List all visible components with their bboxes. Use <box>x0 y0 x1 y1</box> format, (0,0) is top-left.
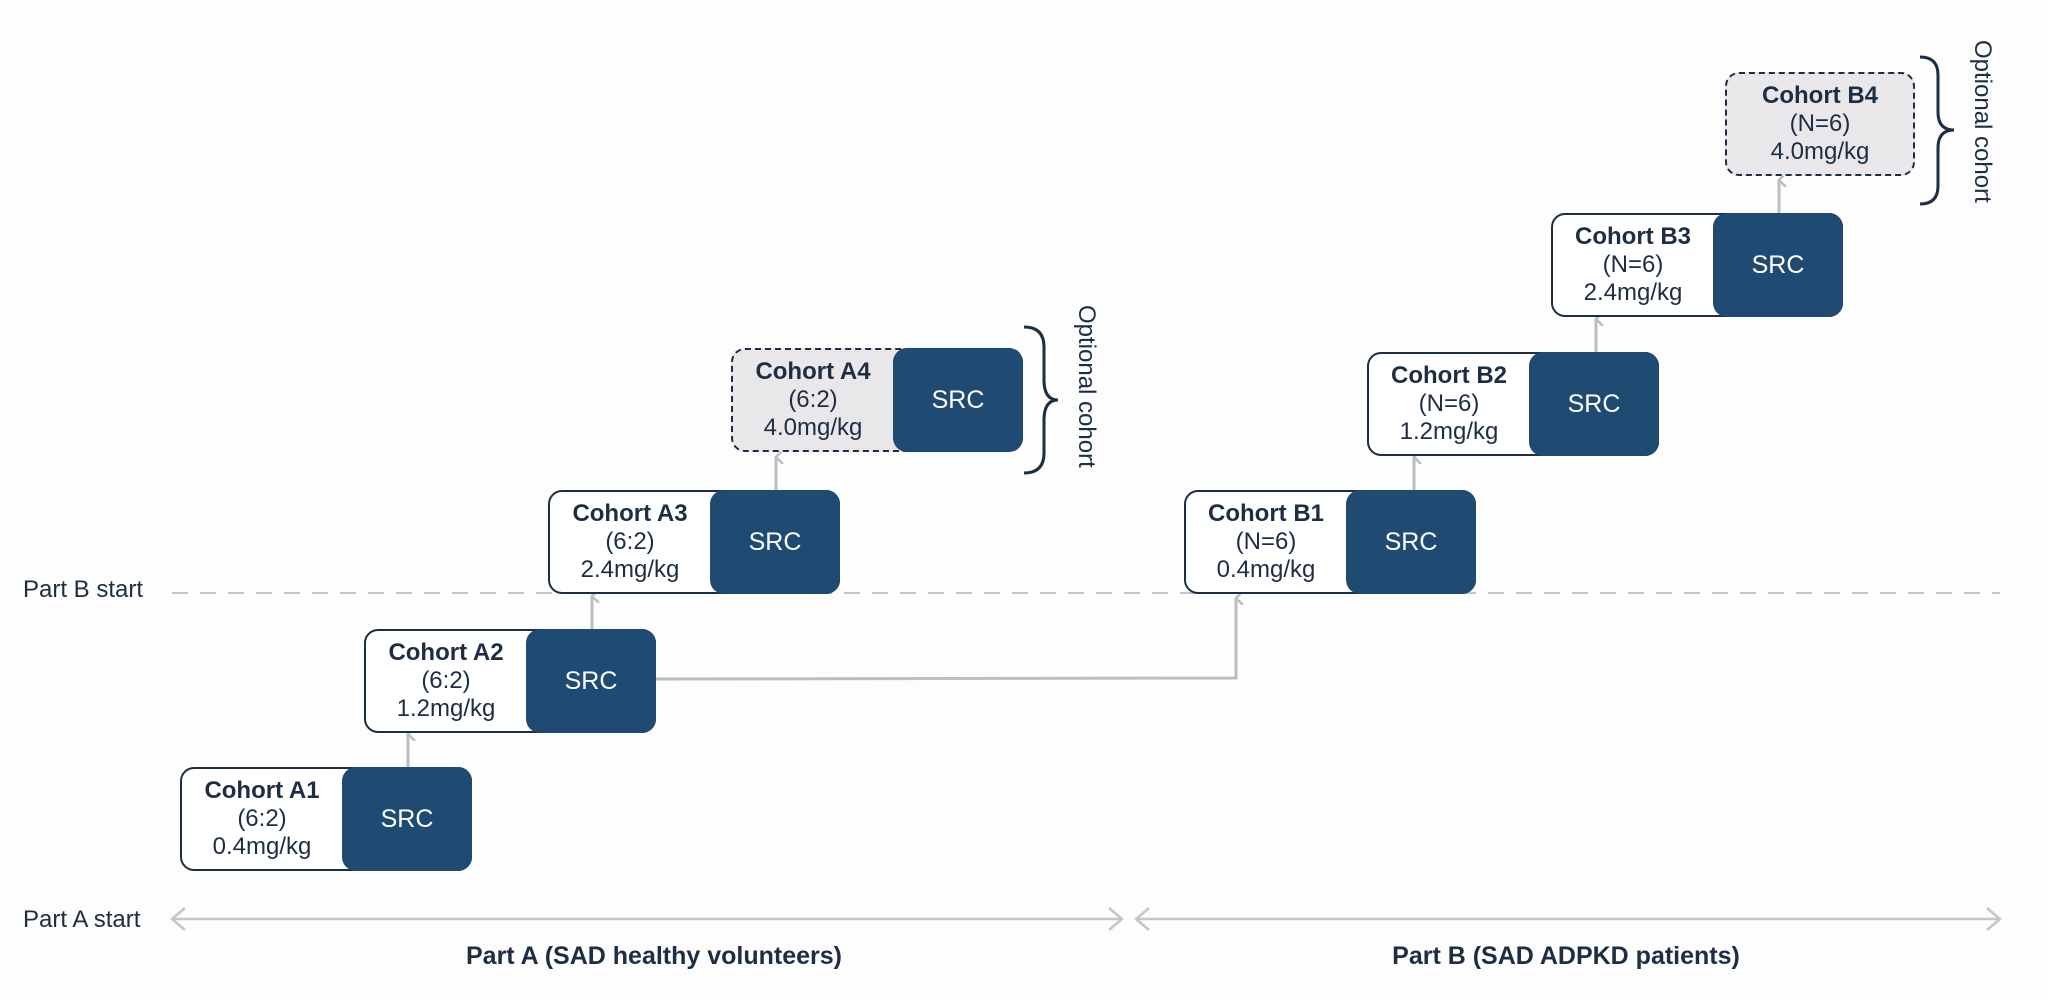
cohort-ratio: (N=6) <box>1789 110 1851 137</box>
src-box-b1: SRC <box>1346 490 1476 594</box>
part-b-start-label: Part B start <box>23 576 144 603</box>
cohort-dose: 0.4mg/kg <box>1216 556 1316 583</box>
cohort-ratio: (N=6) <box>1418 390 1480 417</box>
cohort-name: Cohort A4 <box>755 358 871 385</box>
cohort-dose: 4.0mg/kg <box>1770 138 1870 165</box>
cohort-name: Cohort B1 <box>1208 500 1324 527</box>
src-box-a2: SRC <box>526 629 656 733</box>
cohort-dose: 0.4mg/kg <box>212 833 312 860</box>
optional-cohort-label-b: Optional cohort <box>1969 40 1996 203</box>
cohort-name: Cohort A1 <box>204 777 320 804</box>
cohort-ratio: (6:2) <box>788 386 838 413</box>
cohort-dose: 1.2mg/kg <box>396 695 496 722</box>
cohort-name: Cohort A2 <box>388 639 504 666</box>
cohort-ratio: (6:2) <box>421 667 471 694</box>
cohort-ratio: (6:2) <box>605 528 655 555</box>
cohort-name: Cohort B3 <box>1575 223 1691 250</box>
optional-cohort-label-a: Optional cohort <box>1073 305 1100 468</box>
src-box-a3: SRC <box>710 490 840 594</box>
cohort-b4: Cohort B4 (N=6) 4.0mg/kg <box>1725 72 1915 176</box>
arrow-a2-b1 <box>654 598 1236 681</box>
src-box-a1: SRC <box>342 767 472 871</box>
part-a-title: Part A (SAD healthy volunteers) <box>465 942 843 970</box>
cohort-dose: 2.4mg/kg <box>580 556 680 583</box>
cohort-dose: 1.2mg/kg <box>1399 418 1499 445</box>
cohort-name: Cohort A3 <box>572 500 688 527</box>
src-box-a4: SRC <box>893 348 1023 452</box>
cohort-ratio: (N=6) <box>1602 251 1664 278</box>
src-box-b3: SRC <box>1713 213 1843 317</box>
part-b-title: Part B (SAD ADPKD patients) <box>1392 942 1740 970</box>
cohort-ratio: (N=6) <box>1235 528 1297 555</box>
cohort-ratio: (6:2) <box>237 805 287 832</box>
cohort-name: Cohort B2 <box>1391 362 1507 389</box>
optional-brace-b <box>1919 55 1955 206</box>
optional-brace-a <box>1023 325 1059 475</box>
cohort-dose: 4.0mg/kg <box>763 414 863 441</box>
cohort-name: Cohort B4 <box>1762 82 1878 109</box>
part-a-start-label: Part A start <box>23 906 141 933</box>
src-box-b2: SRC <box>1529 352 1659 456</box>
cohort-dose: 2.4mg/kg <box>1583 279 1683 306</box>
